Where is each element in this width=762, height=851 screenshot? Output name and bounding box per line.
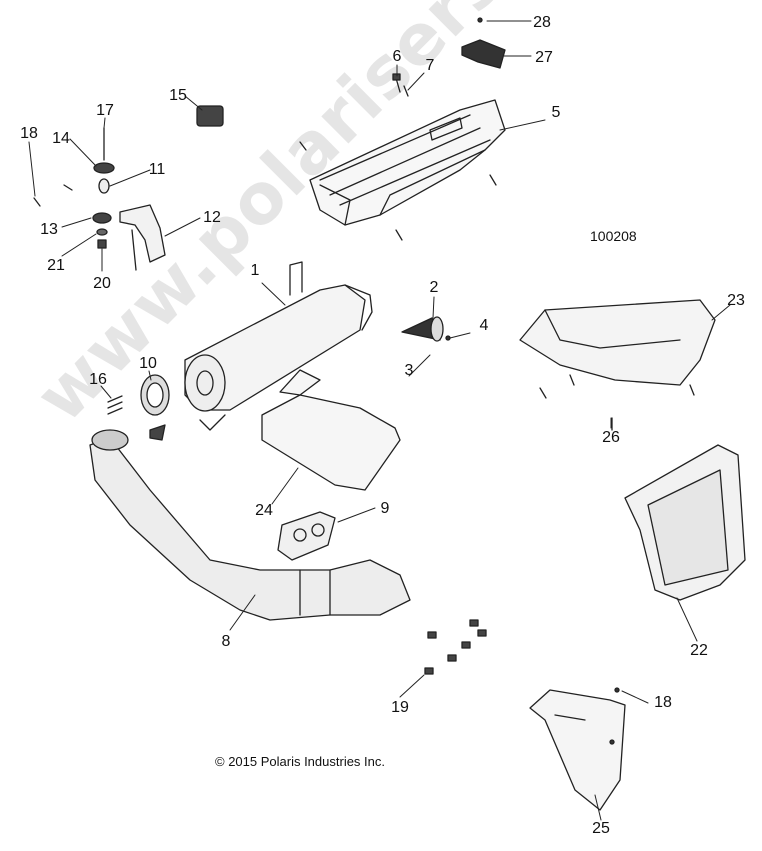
leader-lines [28, 20, 731, 821]
callout-11: 11 [148, 161, 166, 178]
callout-10: 10 [139, 355, 157, 372]
screw-18b-part [614, 687, 620, 693]
screw-28-part [477, 17, 483, 23]
callout-23: 23 [727, 292, 745, 309]
callout-22: 22 [690, 642, 708, 659]
gasket-part [277, 511, 336, 561]
spark-arrestor-part [401, 316, 444, 342]
fastener-26-part [539, 374, 695, 431]
callout-19: 19 [391, 699, 409, 716]
muffler-part [184, 261, 373, 431]
callout-17: 17 [96, 102, 114, 119]
screw-25-part [609, 739, 615, 745]
diagram-reference-number: 100208 [590, 228, 637, 244]
muffler-bracket-part [119, 204, 166, 271]
callout-12: 12 [203, 209, 221, 226]
heat-shield-24-part [261, 369, 401, 491]
callout-5: 5 [551, 104, 561, 121]
shield-23-part [519, 299, 716, 386]
spring-clip-part [149, 424, 166, 441]
callout-28: 28 [533, 14, 551, 31]
copyright-notice: © 2015 Polaris Industries Inc. [215, 754, 385, 769]
callout-18-bottom: 18 [654, 694, 672, 711]
callout-16: 16 [89, 371, 107, 388]
callout-25: 25 [592, 820, 610, 837]
callout-27: 27 [535, 49, 553, 66]
bolts-19-part [424, 619, 487, 675]
callout-13: 13 [40, 221, 58, 238]
heat-shield-pad-part [461, 39, 506, 69]
callout-4: 4 [479, 317, 489, 334]
callout-15: 15 [169, 87, 187, 104]
callout-21: 21 [47, 257, 65, 274]
head-pipe-part [89, 429, 411, 621]
clamp-10-part [140, 374, 170, 416]
callout-14: 14 [52, 130, 70, 147]
callout-2: 2 [429, 279, 439, 296]
bumper-15-part [196, 105, 224, 127]
bracket-25-part [529, 689, 626, 811]
callout-18-top: 18 [20, 125, 38, 142]
callout-6: 6 [392, 48, 402, 65]
callout-8: 8 [221, 633, 231, 650]
screw-3-4-part [445, 335, 451, 341]
callout-9: 9 [380, 500, 390, 517]
panel-22-part [624, 444, 746, 601]
mount-hardware-part [33, 127, 115, 249]
callout-20: 20 [93, 275, 111, 292]
spring-16-part [107, 395, 123, 415]
callout-26: 26 [602, 429, 620, 446]
callout-3: 3 [404, 362, 414, 379]
callout-24: 24 [255, 502, 273, 519]
callout-1: 1 [250, 262, 260, 279]
heat-shield-part [309, 99, 506, 226]
callout-7: 7 [425, 57, 435, 74]
